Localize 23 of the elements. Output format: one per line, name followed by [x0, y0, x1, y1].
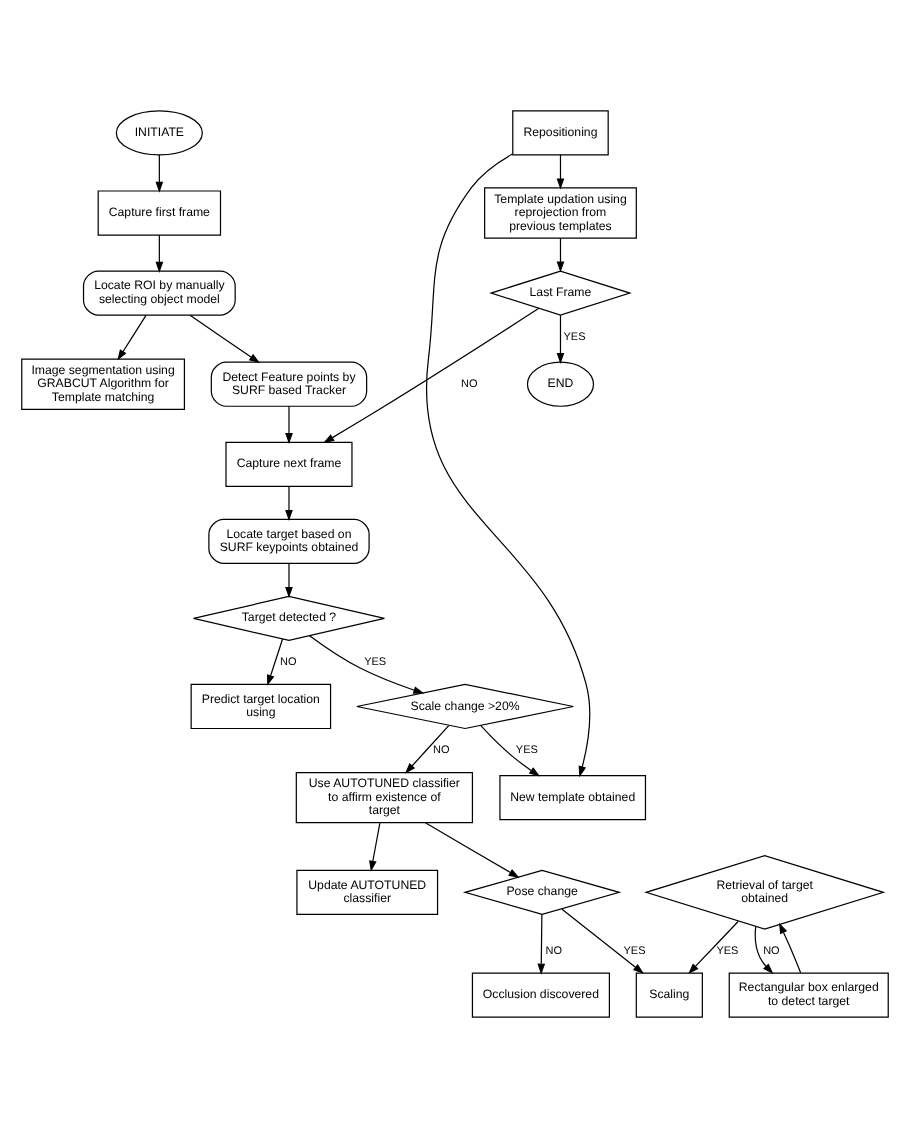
arrow: [308, 634, 425, 693]
arrow: [556, 313, 565, 363]
arrow: [779, 921, 802, 973]
arrow: [556, 153, 565, 189]
arrow: [480, 723, 541, 776]
arrow: [323, 306, 540, 443]
arrow: [117, 313, 147, 360]
arrow: [754, 924, 774, 974]
arrow: [425, 152, 591, 777]
arrow: [285, 404, 293, 444]
arrow: [155, 233, 164, 272]
arrow: [285, 562, 293, 598]
arrow: [404, 724, 450, 773]
arrow: [424, 821, 520, 877]
arrow: [537, 912, 546, 974]
arrow: [561, 907, 644, 973]
arrow: [556, 236, 565, 272]
arrow: [267, 637, 284, 685]
arrow: [285, 485, 293, 521]
arrow: [369, 821, 381, 871]
arrow: [155, 153, 164, 192]
arrow: [688, 919, 739, 974]
arrow: [189, 313, 260, 363]
